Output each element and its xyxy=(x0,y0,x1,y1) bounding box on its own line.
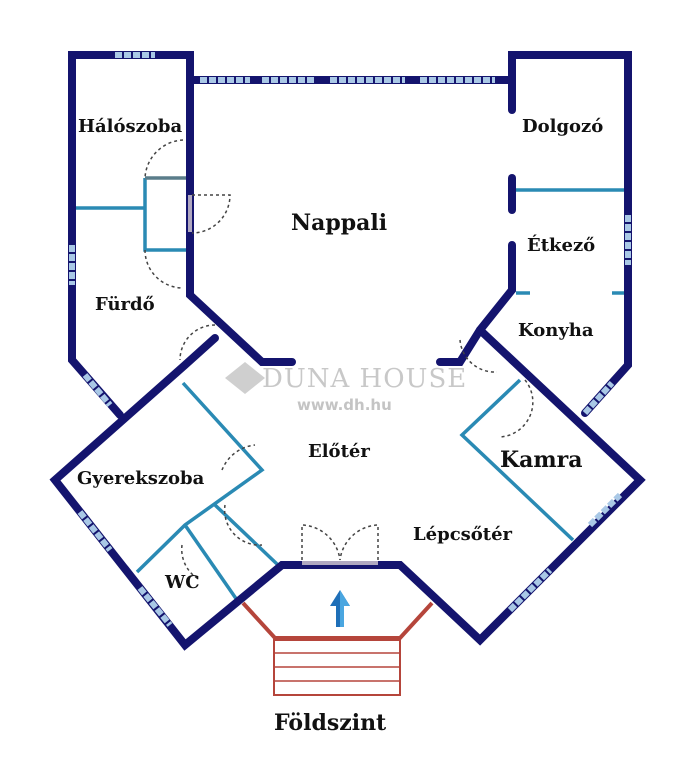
room-label-wc: WC xyxy=(165,572,200,593)
room-label-etkezo: Étkező xyxy=(527,235,596,256)
room-label-furdo: Fürdő xyxy=(95,294,155,315)
room-label-kamra: Kamra xyxy=(500,447,583,473)
room-label-konyha: Konyha xyxy=(518,320,594,341)
watermark-brand: DUNA HOUSE xyxy=(262,364,468,394)
floor-title: Földszint xyxy=(274,710,387,736)
entrance-stairs xyxy=(241,601,434,696)
outer-walls xyxy=(49,51,646,651)
room-label-nappali: Nappali xyxy=(291,210,388,236)
entrance-arrow-icon xyxy=(330,590,350,627)
room-label-gyerekszoba: Gyerekszoba xyxy=(77,468,205,489)
watermark-url: www.dh.hu xyxy=(297,396,392,414)
room-label-eloter: Előtér xyxy=(308,441,370,462)
room-label-dolgozo: Dolgozó xyxy=(522,116,604,137)
duna-house-logo-icon xyxy=(225,362,265,394)
door-sills xyxy=(188,195,378,565)
room-label-haloszoba: Hálószoba xyxy=(78,116,183,137)
inner-walls xyxy=(76,176,624,601)
doors xyxy=(144,139,534,581)
windows xyxy=(69,52,631,627)
room-label-lepcsoter: Lépcsőtér xyxy=(413,524,513,545)
